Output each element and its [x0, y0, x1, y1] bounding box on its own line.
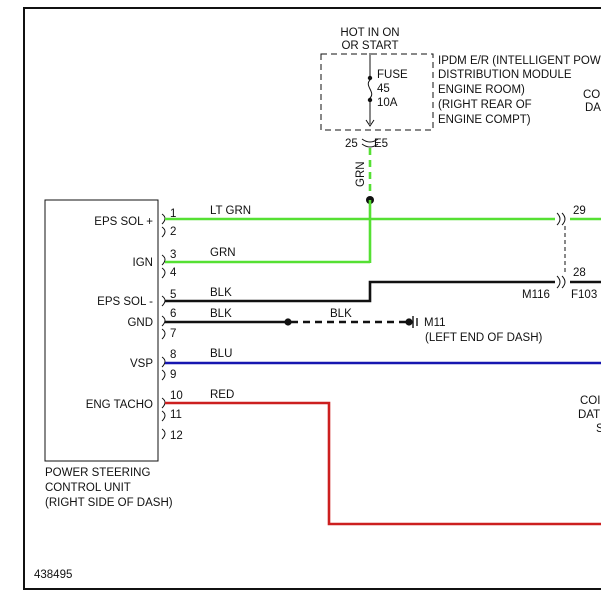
pin-12: 12 — [161, 428, 183, 442]
clipped-label-dat: DAT — [578, 409, 600, 421]
ground-terminal-dot — [405, 318, 413, 326]
inline-connector-28-right — [561, 275, 566, 289]
connector-e5-symbol — [361, 138, 379, 143]
connector-e5-symbol-lower — [361, 143, 379, 148]
svg-text:9: 9 — [170, 369, 176, 381]
svg-text:5: 5 — [170, 289, 176, 301]
wire-blk-pin5 — [165, 280, 555, 303]
connector-m116: M116 — [522, 289, 550, 301]
wire-label-grn-vertical: GRN — [355, 161, 367, 187]
fuse-rating: 10A — [377, 97, 398, 109]
connector-e5: E5 — [374, 138, 388, 150]
ground-name: M11 — [424, 317, 446, 329]
supply-label-line2: OR START — [341, 40, 398, 52]
svg-text:10: 10 — [170, 390, 183, 402]
svg-text:7: 7 — [170, 328, 176, 340]
svg-text:11: 11 — [170, 409, 182, 421]
terminal-25: 25 — [345, 138, 358, 150]
control-unit-label-line3: (RIGHT SIDE OF DASH) — [45, 497, 173, 509]
svg-text:2: 2 — [170, 226, 176, 238]
signal-vsp: VSP — [130, 358, 153, 370]
signal-eps-sol-plus: EPS SOL + — [94, 216, 153, 228]
pin-3: 3 — [161, 249, 176, 266]
wire-red-pin10 — [165, 401, 601, 526]
svg-text:1: 1 — [170, 208, 176, 220]
ipdm-dashed-box — [320, 53, 434, 131]
connector-pin-28: 28 — [573, 267, 586, 279]
fuse-arrow — [365, 119, 375, 127]
connector-f103: F103 — [571, 289, 597, 301]
svg-text:4: 4 — [170, 267, 177, 279]
wire-label-lt-grn: LT GRN — [210, 205, 251, 217]
control-unit-box — [44, 199, 159, 462]
wire-label-red: RED — [210, 389, 234, 401]
control-unit-label-line2: CONTROL UNIT — [45, 482, 131, 494]
fuse-label: FUSE — [377, 69, 408, 81]
wire-label-blk-ground: BLK — [330, 308, 352, 320]
pin-11: 11 — [161, 409, 182, 422]
pin-9: 9 — [161, 369, 176, 381]
svg-text:8: 8 — [170, 349, 176, 361]
pin-7: 7 — [161, 328, 176, 340]
inline-connector-28-left — [556, 275, 561, 289]
fuse-bottom-terminal — [367, 97, 373, 103]
wire-label-blk-pin5: BLK — [210, 287, 232, 299]
supply-label-line1: HOT IN ON — [340, 27, 399, 39]
diagram-frame — [23, 7, 601, 590]
ipdm-label-line2: DISTRIBUTION MODULE — [438, 69, 572, 81]
fuse-number: 45 — [377, 83, 390, 95]
ipdm-label-line1: IPDM E/R (INTELLIGENT POW — [438, 55, 601, 67]
svg-text:3: 3 — [170, 249, 176, 261]
wire-label-grn-pin3: GRN — [210, 247, 236, 259]
clipped-label-s: S — [596, 423, 601, 435]
svg-text:12: 12 — [170, 430, 183, 442]
inline-connector-29-right — [561, 212, 566, 226]
signal-eng-tacho: ENG TACHO — [86, 399, 153, 411]
splice-dot-ground — [284, 318, 292, 326]
inline-connector-29-left — [556, 212, 561, 226]
ipdm-label-line5: ENGINE COMPT) — [438, 114, 531, 126]
fuse-symbol — [367, 79, 373, 99]
pin-5: 5 — [161, 289, 176, 307]
pin-10: 10 — [161, 390, 183, 409]
pin-1: 1 — [161, 208, 176, 225]
signal-gnd: GND — [127, 317, 153, 329]
diagram-id: 438495 — [34, 569, 72, 581]
pin-2: 2 — [161, 226, 176, 238]
signal-eps-sol-minus: EPS SOL - — [97, 296, 153, 308]
pin-6: 6 — [161, 308, 176, 327]
ground-icon — [412, 316, 418, 328]
ipdm-label-line3: ENGINE ROOM) — [438, 84, 525, 96]
clipped-label-coi: COI — [580, 395, 600, 407]
wire-label-blk-pin6: BLK — [210, 308, 232, 320]
clipped-label-co: CO — [583, 89, 600, 101]
svg-text:6: 6 — [170, 308, 176, 320]
ipdm-label-line4: (RIGHT REAR OF — [438, 99, 532, 111]
control-unit-label-line1: POWER STEERING — [45, 467, 150, 479]
clipped-label-da: DA — [585, 102, 601, 114]
connector-pin-29: 29 — [573, 205, 586, 217]
pin-4: 4 — [161, 267, 177, 279]
pin-8: 8 — [161, 349, 176, 368]
ground-location: (LEFT END OF DASH) — [425, 332, 543, 344]
wire-label-blu: BLU — [210, 348, 232, 360]
fuse-top-terminal — [367, 75, 373, 81]
signal-ign: IGN — [133, 257, 153, 269]
